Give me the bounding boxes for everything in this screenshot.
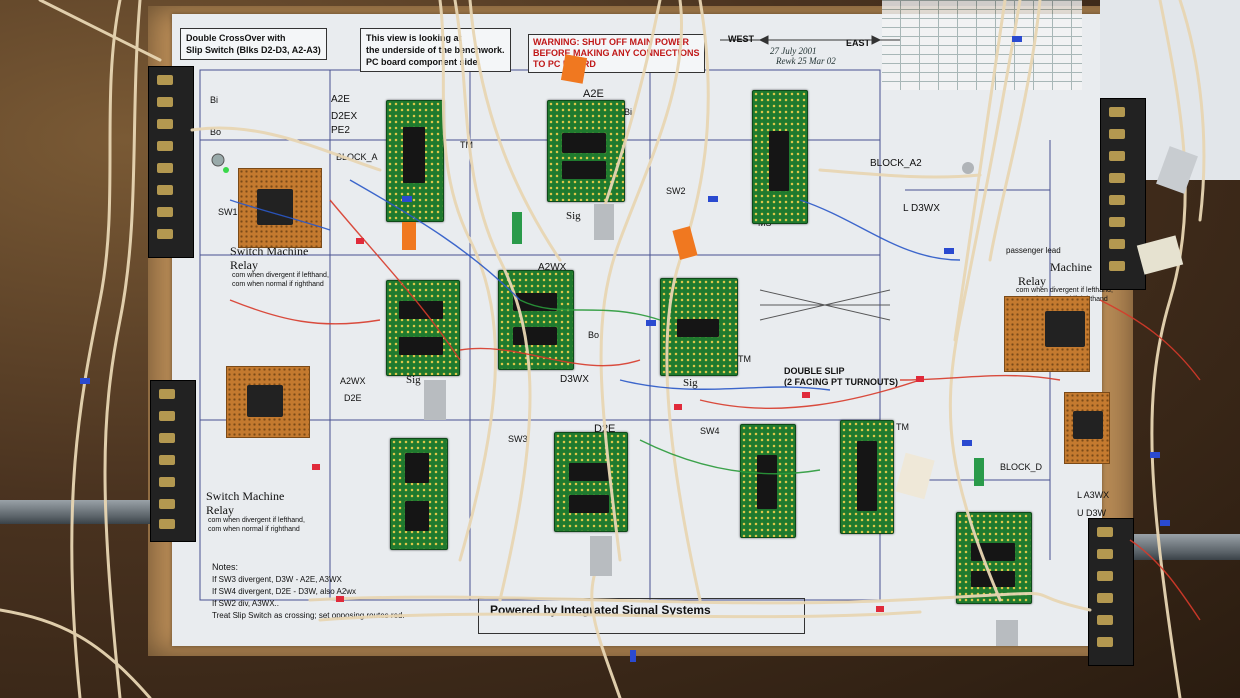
terminal-strip-left-bottom — [150, 380, 196, 542]
pcb-signal-8 — [956, 512, 1032, 604]
tm-label-1: TM — [460, 140, 473, 150]
pcb-signal-3 — [386, 280, 460, 376]
schematic-paper — [172, 14, 1102, 646]
sw4-label: SW4 — [700, 426, 720, 436]
bi-label-1: Bi — [210, 95, 219, 105]
bi-label-2: Bi — [624, 107, 633, 117]
notes-line4: Treat Slip Switch as crossing; set oppos… — [212, 611, 405, 620]
terminal-strip-left-top — [148, 66, 194, 258]
pcb-signal-2 — [547, 100, 625, 202]
warning-line2: BEFORE MAKING ANY CONNECTIONS — [533, 48, 700, 58]
date-original: 27 July 2001 — [770, 46, 817, 56]
block-d3w-label: U D3W — [1077, 508, 1106, 518]
terminal-strip-right-top — [1100, 98, 1146, 290]
relay-board-2 — [226, 366, 310, 438]
relay-note-right-line1: Relay — [1018, 274, 1046, 288]
sig-label-2: Sig — [406, 374, 421, 386]
block-d-label: BLOCK_D — [1000, 462, 1043, 472]
relay-board-4 — [1064, 392, 1110, 464]
double-slip-line1: DOUBLE SLIP — [784, 366, 845, 376]
pcb-switch-3 — [840, 420, 894, 534]
relay-note2-line2: com when divergent if lefthand, — [208, 517, 305, 524]
notes-line3: If SW2 div, A3WX.. — [212, 599, 279, 608]
title-line2: Slip Switch (Blks D2-D3, A2-A3) — [186, 45, 321, 55]
block-a3wx-label: L A3WX — [1077, 490, 1110, 500]
relay-note2-line1: Relay — [206, 503, 234, 517]
view-note-line3: PC board component side. — [366, 57, 481, 67]
block-d2ex-label: D2EX — [331, 111, 358, 122]
view-note-line1: This view is looking at — [366, 33, 462, 43]
block-d3wx-label: L D3WX — [903, 203, 940, 214]
pcb-signal-6 — [390, 438, 448, 550]
notes-line1: If SW3 divergent, D3W - A2E, A3WX — [212, 575, 342, 584]
compass-east: EAST — [846, 38, 871, 48]
title-box: Double CrossOver with Slip Switch (Blks … — [180, 28, 327, 60]
relay-board-1 — [238, 168, 322, 248]
relay-note-right-line2: com when divergent if lefthand, — [1016, 287, 1113, 294]
notes-heading: Notes: — [212, 562, 239, 572]
sig-label-1: Sig — [566, 210, 581, 222]
relay-note-line2: com when divergent if lefthand, — [232, 272, 329, 279]
relay-note-line1: Relay — [230, 258, 258, 272]
double-slip-line2: (2 FACING PT TURNOUTS) — [784, 377, 898, 387]
passenger-lead-label: passenger lead — [1006, 246, 1061, 255]
block-a2-label: BLOCK_A2 — [870, 158, 922, 169]
sig-label-3: Sig — [683, 377, 698, 389]
pcb-signal-1 — [386, 100, 444, 222]
sw3-label: SW3 — [508, 434, 528, 444]
tm-label-3: TM — [896, 422, 909, 432]
block-d2e-left: D2E — [344, 393, 362, 403]
block-a2e-top: A2E — [583, 88, 604, 100]
bo-label-1: Bo — [210, 127, 222, 137]
relay-note-line3: com when normal if righthand — [232, 281, 324, 288]
title-line1: Double CrossOver with — [186, 33, 286, 43]
compass-west: WEST — [728, 34, 754, 44]
grid-table-sheet — [882, 0, 1082, 90]
warning-line1: WARNING: SHUT OFF MAIN POWER — [533, 37, 689, 47]
block-a2e-left: A2E — [331, 94, 350, 105]
view-note-line2: the underside of the benchwork. — [366, 45, 505, 55]
relay-note2-title: Switch Machine — [206, 489, 285, 503]
view-note-box: This view is looking at the underside of… — [360, 28, 511, 72]
block-a-label: BLOCK_A — [336, 152, 378, 162]
warning-box: WARNING: SHUT OFF MAIN POWER BEFORE MAKI… — [528, 34, 705, 73]
block-pe2-label: PE2 — [331, 125, 350, 136]
left-pipe — [0, 500, 160, 524]
terminal-strip-right-bottom — [1088, 518, 1134, 666]
tm-label-2: TM — [738, 354, 751, 364]
pcb-switch-1 — [752, 90, 808, 224]
relay-note2-line3: com when normal if righthand — [208, 526, 300, 533]
notes-line2: If SW4 divergent, D2E - D3W, also A2wx — [212, 587, 357, 596]
relay-note-right-title: Machine — [1050, 260, 1092, 274]
block-a2wx-mid: A2WX — [538, 262, 567, 273]
block-a2wx-left: A2WX — [340, 376, 366, 386]
sw1-label: SW1 — [218, 207, 238, 217]
relay-board-3 — [1004, 296, 1090, 372]
bo-label-2: Bo — [588, 330, 600, 340]
date-rework: Rewk 25 Mar 02 — [776, 56, 836, 66]
pcb-switch-2 — [740, 424, 796, 538]
sw2-label: SW2 — [666, 186, 686, 196]
block-d3wx-mid: D3WX — [560, 374, 589, 385]
